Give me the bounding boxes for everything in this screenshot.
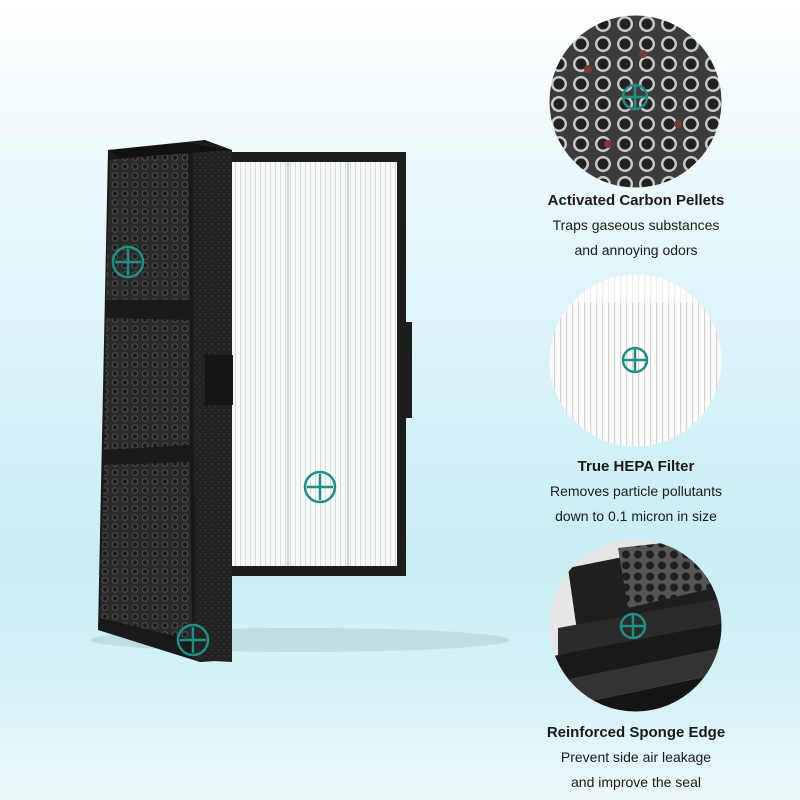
sponge-detail-circle <box>549 539 722 712</box>
feature-title: Activated Carbon Pellets <box>547 192 725 209</box>
crosshair-icon <box>111 245 145 279</box>
carbon-detail-circle <box>549 15 722 188</box>
hepa-panel <box>220 152 412 576</box>
feature-description: Removes particle pollutants <box>550 483 722 499</box>
feature-description: Traps gaseous substances <box>552 217 720 233</box>
crosshair-icon <box>303 470 337 504</box>
feature-description: and annoying odors <box>574 242 698 258</box>
filter-product-illustration <box>90 140 510 662</box>
feature-carbon: Activated Carbon Pellets Traps gaseous s… <box>501 192 771 266</box>
hepa-detail-circle <box>549 274 722 447</box>
feature-sponge: Reinforced Sponge Edge Prevent side air … <box>501 724 771 798</box>
feature-description: and improve the seal <box>571 774 701 790</box>
feature-title: True HEPA Filter <box>577 458 695 475</box>
feature-title: Reinforced Sponge Edge <box>546 724 726 741</box>
crosshair-icon <box>619 612 647 640</box>
crosshair-icon <box>176 623 210 657</box>
feature-description: Prevent side air leakage <box>560 749 712 765</box>
feature-hepa: True HEPA Filter Removes particle pollut… <box>501 458 771 532</box>
crosshair-icon <box>621 346 649 374</box>
feature-description: down to 0.1 micron in size <box>555 508 717 524</box>
crosshair-icon <box>621 83 649 111</box>
carbon-panel <box>98 140 233 662</box>
